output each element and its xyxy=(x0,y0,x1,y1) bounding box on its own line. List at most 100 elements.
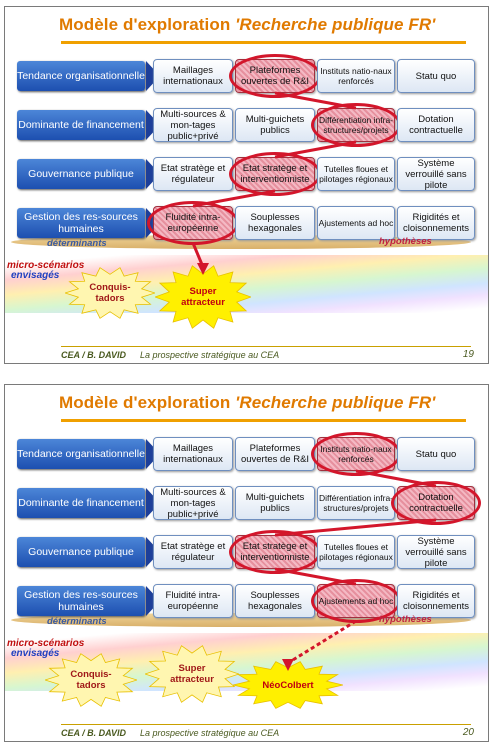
hypotheses-label: hypothèses xyxy=(379,236,432,247)
micro-line-1: micro-scénarios xyxy=(7,638,85,649)
burst-label: Super attracteur xyxy=(170,663,214,685)
determinant-label: Dominante de financement xyxy=(17,488,145,518)
burst-shape xyxy=(233,661,343,709)
hypotheses-label: hypothèses xyxy=(379,614,432,625)
determinant-label: Tendance organisationnelle xyxy=(17,61,145,91)
hypothesis-option: Multi-sources & mon-tages public+privé xyxy=(153,486,233,520)
option-text: Multi-sources & mon-tages public+privé xyxy=(160,108,226,142)
option-text: Maillages internationaux xyxy=(163,65,223,87)
title-underline xyxy=(61,41,466,44)
hypothesis-option: Maillages internationaux xyxy=(153,59,233,93)
title-underline xyxy=(61,419,466,422)
hypothesis-option: Fluidité intra-européenne xyxy=(153,584,233,618)
burst-label: Super attracteur xyxy=(181,286,225,308)
option-text: Différentiation infra-structures/projets xyxy=(318,115,394,135)
option-text: Ajustements ad hoc xyxy=(318,218,394,228)
footer: CEA / B. DAVID La prospective stratégique… xyxy=(61,728,279,738)
hypothesis-option: Multi-guichets publics xyxy=(235,486,315,520)
footer-rule xyxy=(61,346,471,347)
micro-line-1: micro-scénarios xyxy=(7,260,85,271)
option-text: Plateformes ouvertes de R&I xyxy=(240,443,310,465)
path-segment xyxy=(192,189,276,208)
burst-shape xyxy=(65,267,155,319)
hypothesis-option: Statu quo xyxy=(397,59,475,93)
hypothesis-option: Etat stratège et régulateur xyxy=(153,535,233,569)
option-text: Multi-guichets publics xyxy=(245,492,305,514)
hypothesis-option-selected: Instituts natio-naux renforcés xyxy=(317,437,395,471)
determinant-label: Dominante de financement xyxy=(17,110,145,140)
option-text: Rigidités et cloisonnements xyxy=(402,212,469,234)
scenario-burst: Conquis-tadors xyxy=(45,653,137,707)
hypothesis-option-selected: Fluidité intra-européenne xyxy=(153,206,233,240)
option-text: Etat stratège et régulateur xyxy=(160,541,226,563)
hypothesis-option-selected: Ajustements ad hoc xyxy=(317,584,395,618)
footer-author: CEA / B. DAVID xyxy=(61,350,127,360)
footer: CEA / B. DAVID La prospective stratégique… xyxy=(61,350,279,360)
burst-shape xyxy=(155,265,251,329)
hypothesis-option: Souplesses hexagonales xyxy=(235,584,315,618)
burst-label: NéoColbert xyxy=(262,679,314,691)
option-text: Dotation contractuelle xyxy=(409,492,463,514)
hypothesis-option: Maillages internationaux xyxy=(153,437,233,471)
slide-title: Modèle d'exploration 'Recherche publique… xyxy=(59,393,435,413)
option-text: Instituts natio-naux renforcés xyxy=(320,66,392,86)
option-text: Souplesses hexagonales xyxy=(248,590,302,612)
option-text: Tutelles floues et pilotages régionaux xyxy=(319,542,393,562)
option-text: Etat stratège et interventionniste xyxy=(240,163,310,185)
hypothesis-option: Statu quo xyxy=(397,437,475,471)
burst-shape xyxy=(145,645,239,703)
option-text: Système verrouillé sans pilote xyxy=(405,535,467,569)
option-text: Statu quo xyxy=(415,70,457,82)
path-segment xyxy=(274,567,357,586)
hypothesis-option: Rigidités et cloisonnements xyxy=(397,584,475,618)
option-text: Souplesses hexagonales xyxy=(248,212,302,234)
path-segment xyxy=(274,518,437,537)
hypothesis-option: Tutelles floues et pilotages régionaux xyxy=(317,157,395,191)
path-segment xyxy=(274,140,357,159)
path-segment xyxy=(355,469,437,488)
hypothesis-option: Instituts natio-naux renforcés xyxy=(317,59,395,93)
hypothesis-option: Système verrouillé sans pilote xyxy=(397,157,475,191)
burst-shape xyxy=(45,653,137,707)
page-number: 20 xyxy=(462,727,474,738)
option-text: Différentiation infra-structures/projets xyxy=(318,493,394,513)
option-text: Système verrouillé sans pilote xyxy=(405,157,467,191)
determinant-label: Tendance organisationnelle xyxy=(17,439,145,469)
hypothesis-option: Dotation contractuelle xyxy=(397,108,475,142)
determinants-label: déterminants xyxy=(47,616,107,627)
hypothesis-option: Tutelles floues et pilotages régionaux xyxy=(317,535,395,569)
slide-19: Modèle d'exploration 'Recherche publique… xyxy=(4,6,489,364)
determinant-label: Gouvernance publique xyxy=(17,159,145,189)
option-text: Fluidité intra-européenne xyxy=(165,590,221,612)
footer-author: CEA / B. DAVID xyxy=(61,728,127,738)
page-number: 19 xyxy=(462,349,474,360)
hypothesis-option: Souplesses hexagonales xyxy=(235,206,315,240)
footer-text: La prospective stratégique au CEA xyxy=(140,350,280,360)
slide-20: Modèle d'exploration 'Recherche publique… xyxy=(4,384,489,742)
option-text: Multi-sources & mon-tages public+privé xyxy=(160,486,226,520)
hypothesis-option: Rigidités et cloisonnements xyxy=(397,206,475,240)
determinants-label: déterminants xyxy=(47,238,107,249)
micro-line-2: envisagés xyxy=(11,270,60,281)
option-text: Tutelles floues et pilotages régionaux xyxy=(319,164,393,184)
hypothesis-option: Ajustements ad hoc xyxy=(317,206,395,240)
option-text: Etat stratège et interventionniste xyxy=(240,541,310,563)
option-text: Multi-guichets publics xyxy=(245,114,305,136)
hypothesis-option: Système verrouillé sans pilote xyxy=(397,535,475,569)
title-italic-text: 'Recherche publique FR' xyxy=(235,393,436,412)
title-italic-text: 'Recherche publique FR' xyxy=(235,15,436,34)
hypothesis-option: Plateformes ouvertes de R&I xyxy=(235,437,315,471)
micro-line-2: envisagés xyxy=(11,648,60,659)
option-text: Maillages internationaux xyxy=(163,443,223,465)
hypothesis-option: Multi-guichets publics xyxy=(235,108,315,142)
option-text: Dotation contractuelle xyxy=(409,114,463,136)
footer-text: La prospective stratégique au CEA xyxy=(140,728,280,738)
scenario-burst: NéoColbert xyxy=(233,661,343,709)
scenario-burst: Conquis-tadors xyxy=(65,267,155,319)
option-text: Fluidité intra-européenne xyxy=(165,212,221,234)
hypothesis-option-selected: Etat stratège et interventionniste xyxy=(235,535,315,569)
slide-title: Modèle d'exploration 'Recherche publique… xyxy=(59,15,435,35)
option-text: Statu quo xyxy=(415,448,457,460)
hypothesis-option-selected: Différentiation infra-structures/projets xyxy=(317,108,395,142)
